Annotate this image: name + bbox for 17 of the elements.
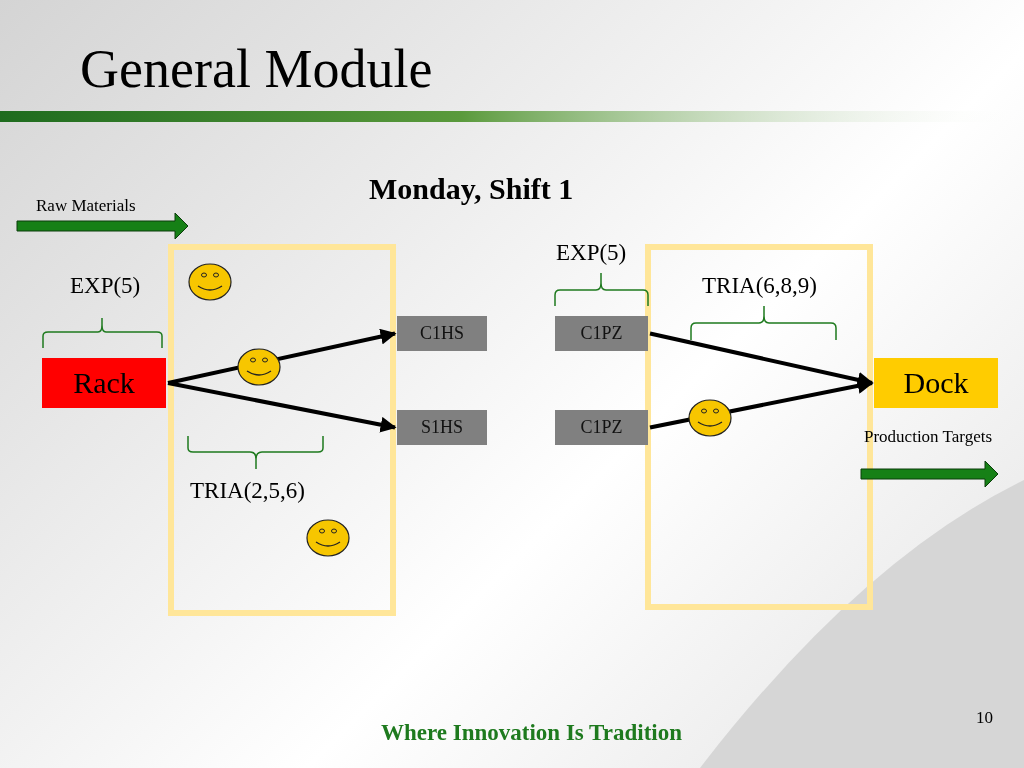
arrow-label: Production Targets <box>864 427 993 447</box>
distribution-label: EXP(5) <box>70 273 141 299</box>
distribution-label: EXP(5) <box>556 240 627 266</box>
tagline: Where Innovation Is Tradition <box>381 720 682 746</box>
subtitle: Monday, Shift 1 <box>369 172 574 206</box>
station-box: Dock <box>874 358 998 408</box>
queue-box: C1HS <box>397 316 487 351</box>
distribution-label: TRIA(2,5,6) <box>190 478 305 504</box>
queue-box: C1PZ <box>555 410 648 445</box>
station-box: Rack <box>42 358 166 408</box>
queue-box: S1HS <box>397 410 487 445</box>
arrow <box>167 381 397 433</box>
page-number: 10 <box>976 708 993 728</box>
slide-title: General Module <box>80 38 433 100</box>
arrow-label: Raw Materials <box>36 196 136 216</box>
queue-box: C1PZ <box>555 316 648 351</box>
distribution-label: TRIA(6,8,9) <box>702 273 817 299</box>
